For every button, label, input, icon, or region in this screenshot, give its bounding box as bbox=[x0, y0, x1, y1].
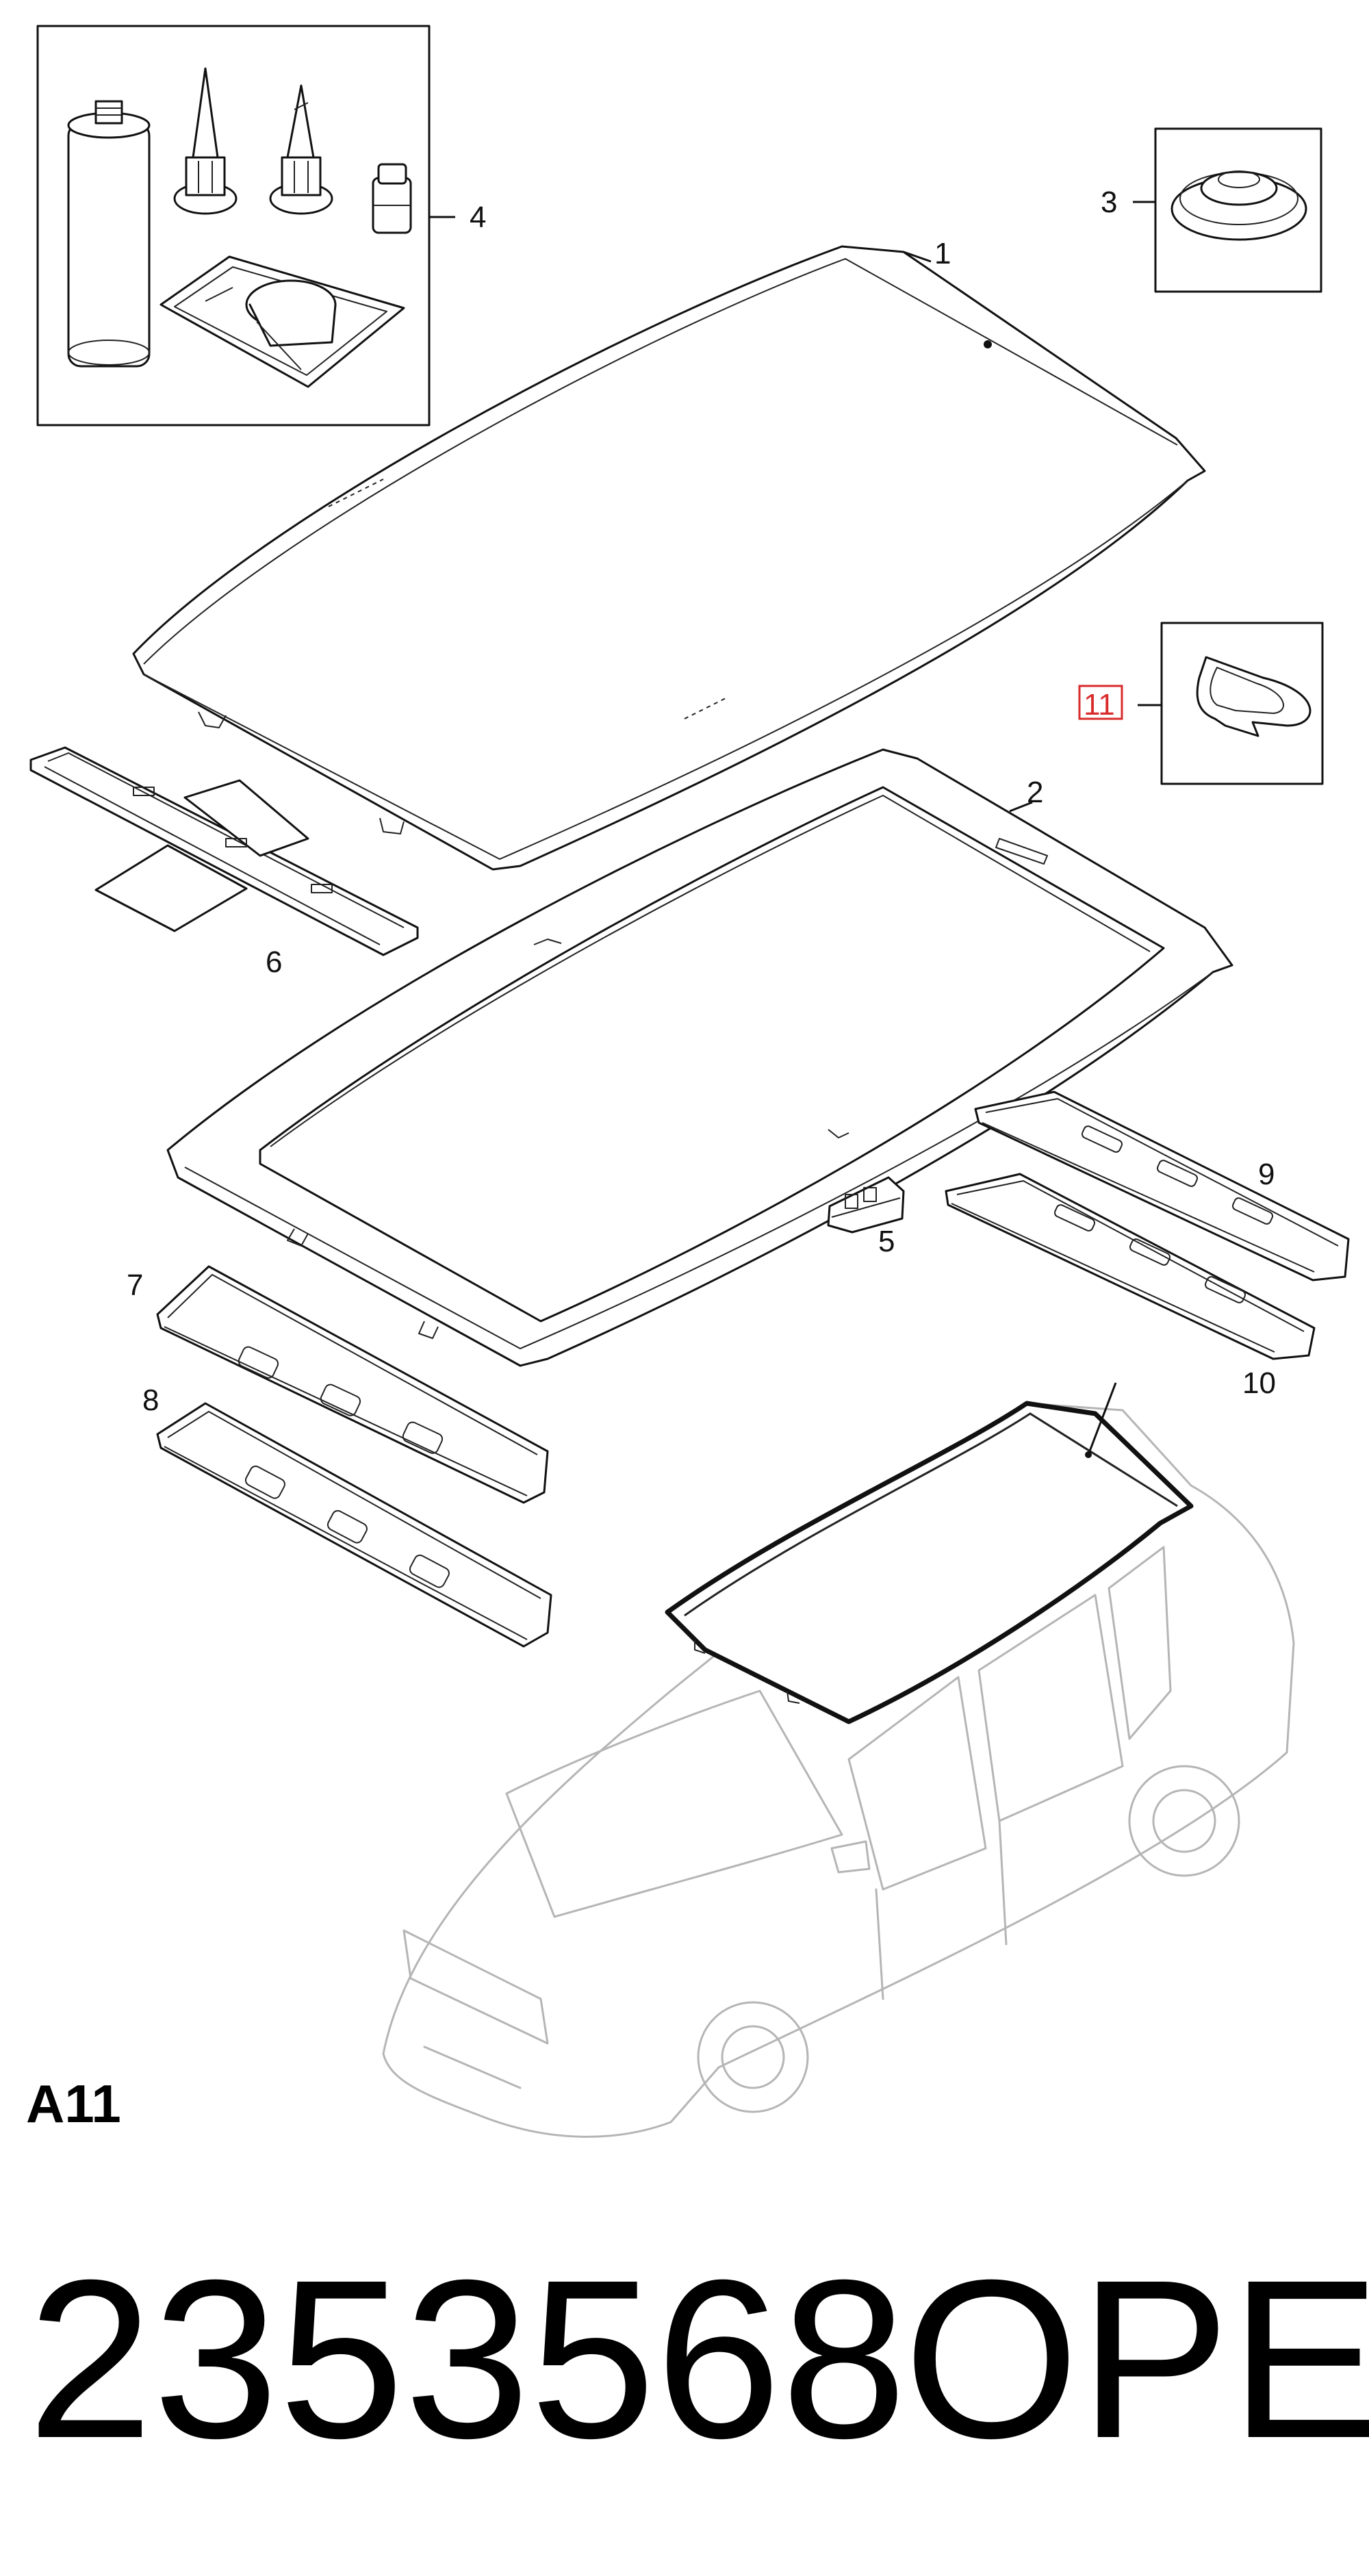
callout-8: 8 bbox=[142, 1383, 159, 1417]
callout-11[interactable]: 11 bbox=[1084, 688, 1115, 722]
grommet-box bbox=[1133, 127, 1322, 293]
front-roof-bow bbox=[29, 746, 419, 956]
brand-name: OPEL bbox=[904, 2232, 1369, 2485]
callout-6: 6 bbox=[266, 945, 282, 979]
adhesive-kit-box bbox=[36, 25, 455, 426]
roof-frame-outline bbox=[166, 748, 1233, 1367]
cartridge-tube-icon bbox=[67, 100, 151, 368]
seal-box bbox=[1138, 622, 1324, 785]
callout-9: 9 bbox=[1258, 1158, 1275, 1191]
roof-bow-8 bbox=[156, 1402, 552, 1648]
nozzle-icon bbox=[269, 84, 333, 215]
callout-10: 10 bbox=[1242, 1366, 1276, 1400]
bracket-clip bbox=[827, 1176, 905, 1234]
rear-roof-bow-9 bbox=[974, 1091, 1350, 1281]
roof-panel-outline bbox=[132, 245, 1206, 871]
car-illustration bbox=[382, 1382, 1295, 2138]
callout-7: 7 bbox=[127, 1268, 143, 1302]
callout-2: 2 bbox=[1027, 776, 1043, 809]
section-code: A11 bbox=[26, 2074, 121, 2134]
rear-roof-bow-10 bbox=[945, 1173, 1316, 1360]
callout-1: 1 bbox=[934, 237, 951, 270]
nozzle-icon bbox=[173, 67, 238, 215]
part-number: 2353568 bbox=[27, 2232, 907, 2485]
callout-4: 4 bbox=[470, 201, 486, 234]
callout-3: 3 bbox=[1101, 186, 1117, 219]
callout-5: 5 bbox=[878, 1225, 895, 1258]
roof-bow-7 bbox=[156, 1265, 549, 1504]
primer-bottle-icon bbox=[372, 163, 412, 234]
highlight-frame bbox=[1078, 685, 1123, 720]
applicator-packet-icon bbox=[159, 255, 405, 388]
